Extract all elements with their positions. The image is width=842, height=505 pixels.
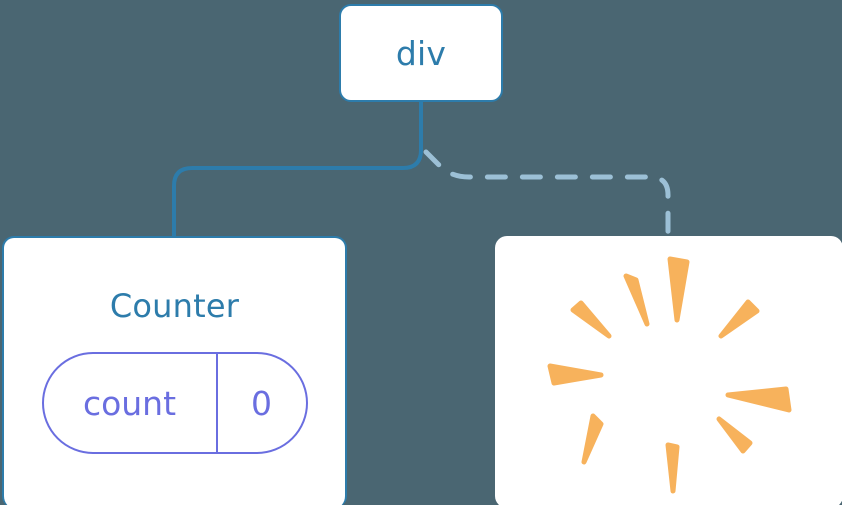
node-div-title: div — [395, 33, 447, 73]
node-counter-title: Counter — [109, 287, 240, 325]
prop-value: 0 — [251, 383, 272, 423]
starburst-icon — [547, 256, 792, 494]
edge-div-to-effect — [423, 149, 671, 240]
edge-div-to-counter — [172, 99, 423, 239]
node-effect[interactable] — [495, 236, 842, 505]
node-div[interactable]: div — [339, 4, 503, 102]
prop-divider — [215, 354, 218, 452]
prop-key: count — [82, 383, 177, 423]
node-counter[interactable]: Counter count 0 — [2, 236, 347, 505]
prop-pill-count[interactable]: count 0 — [41, 352, 308, 454]
